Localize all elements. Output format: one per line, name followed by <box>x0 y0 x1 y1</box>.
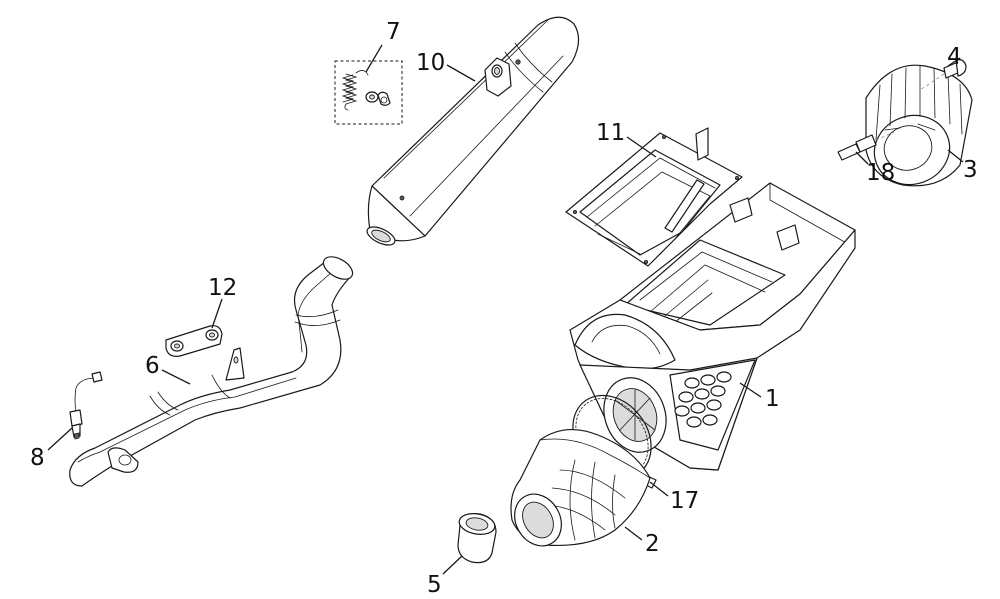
callout-11: 11 <box>596 120 625 146</box>
clamp-bracket-part-12 <box>165 325 223 357</box>
header-pipe-part-6 <box>69 256 354 487</box>
callout-7: 7 <box>386 19 401 45</box>
callout-2: 2 <box>645 531 660 557</box>
callout-18: 18 <box>866 160 895 186</box>
callout-10: 10 <box>416 50 445 76</box>
leader-lines <box>47 44 964 575</box>
airbox-body-part-1 <box>569 182 856 471</box>
louver-holes <box>674 371 732 428</box>
muffler-part-10 <box>366 16 580 246</box>
spring-kit-part-7 <box>334 60 403 125</box>
air-filter-part-3 <box>865 64 973 187</box>
callout-1: 1 <box>765 386 780 412</box>
callout-12: 12 <box>208 275 237 301</box>
rubber-sleeve-part-5 <box>457 513 497 564</box>
bolt-part-4 <box>919 59 967 91</box>
callout-8: 8 <box>30 445 45 471</box>
oxygen-sensor-part-8 <box>69 371 103 440</box>
callout-3: 3 <box>963 157 978 183</box>
airbox-cover-part-11 <box>565 127 743 267</box>
callout-5: 5 <box>427 572 442 598</box>
callout-6: 6 <box>145 353 160 379</box>
stud-part-18 <box>837 131 895 161</box>
callout-4: 4 <box>947 44 962 70</box>
intake-boot-part-2 <box>510 429 651 547</box>
callout-labels: 1 2 3 4 5 6 7 8 10 11 12 17 18 <box>30 19 978 598</box>
callout-17: 17 <box>670 488 699 514</box>
